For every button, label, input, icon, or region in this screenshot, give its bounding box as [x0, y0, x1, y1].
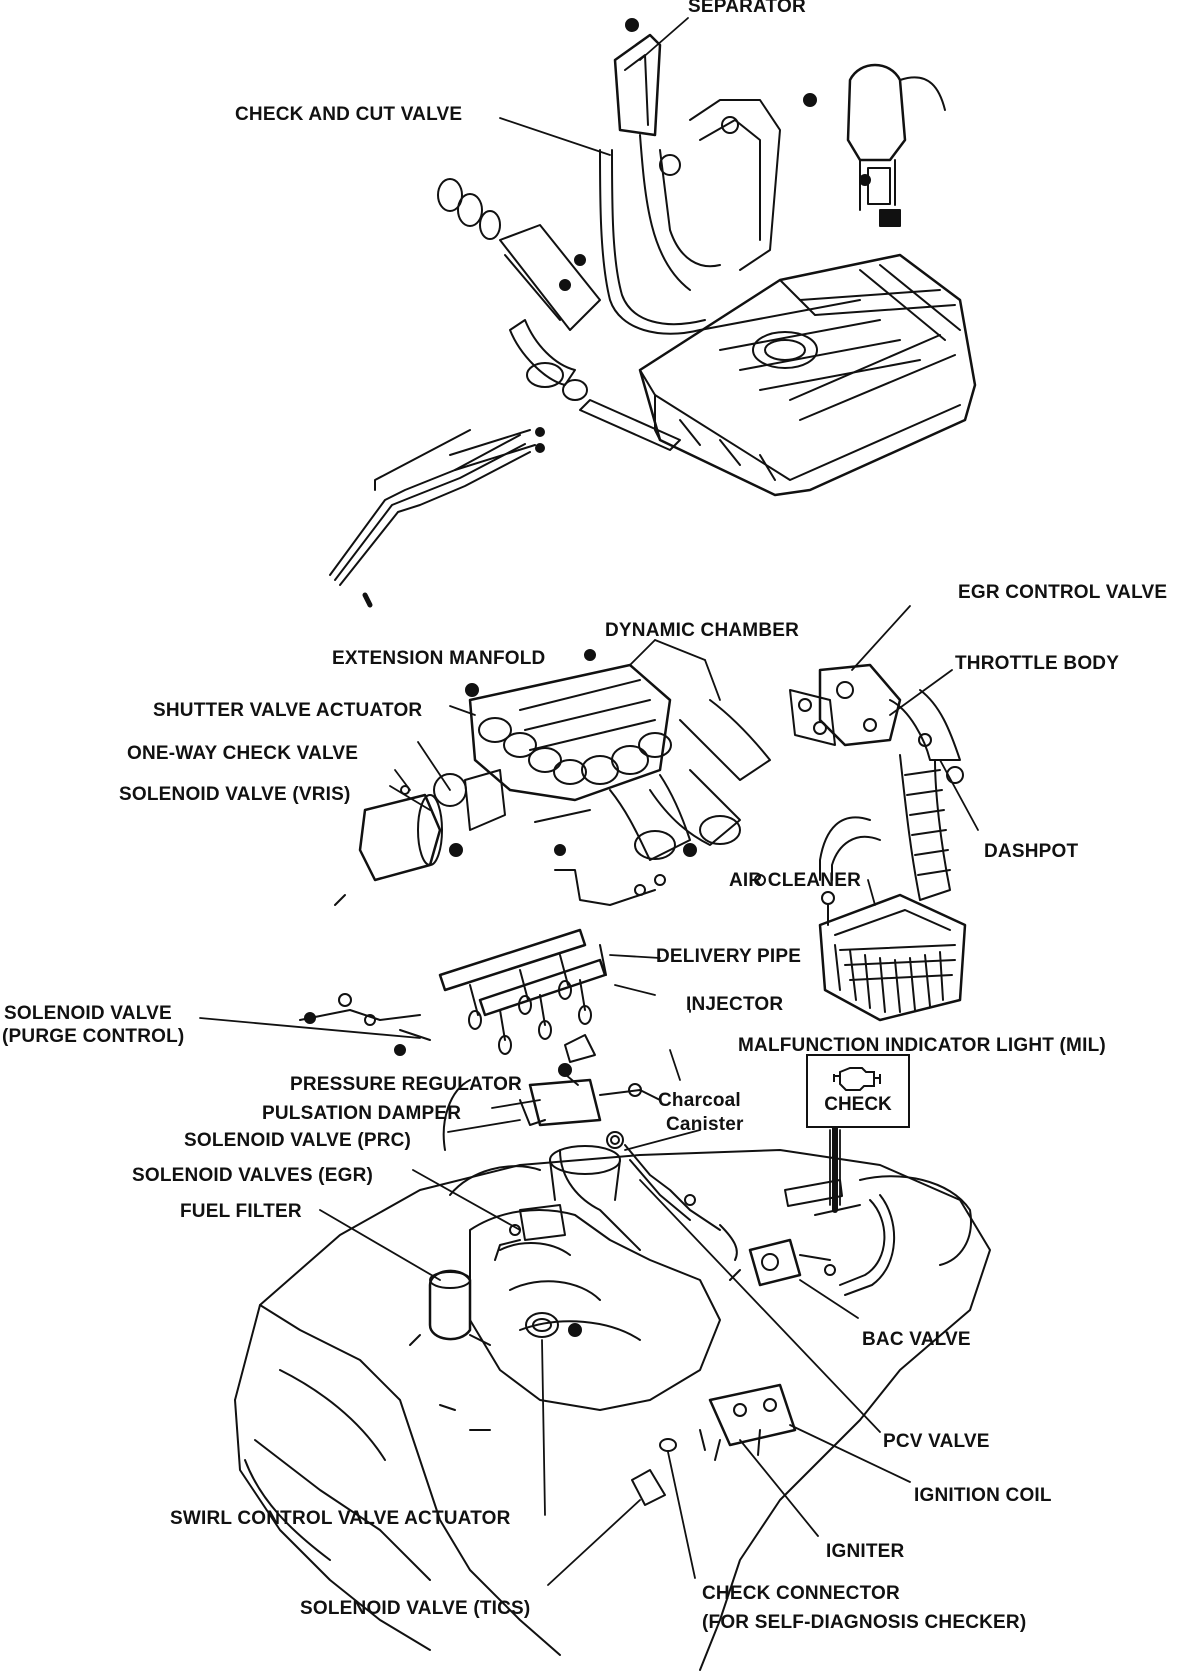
label-charcoal-canister-1: Charcoal [658, 1090, 741, 1111]
label-ignition-coil: IGNITION COIL [914, 1485, 1052, 1506]
label-pulsation-damper: PULSATION DAMPER [262, 1103, 462, 1124]
label-check-connector-1: CHECK CONNECTOR [702, 1583, 900, 1604]
engine-icon [833, 1067, 881, 1091]
label-air-cleaner: AIR CLEANER [729, 870, 862, 891]
label-check-and-cut-valve: CHECK AND CUT VALVE [235, 104, 463, 125]
label-delivery-pipe: DELIVERY PIPE [656, 946, 802, 967]
label-pressure-regulator: PRESSURE REGULATOR [290, 1074, 522, 1095]
mil-check-text: CHECK [824, 1094, 892, 1115]
engine-bay-illustration [234, 1063, 991, 1671]
label-separator: SEPARATOR [688, 0, 806, 17]
fuel-rail-illustration [299, 844, 666, 1063]
label-charcoal-canister-2: Canister [666, 1114, 744, 1135]
mil-panel: CHECK [806, 1054, 910, 1128]
label-extension-manifold: EXTENSION MANFOLD [332, 648, 546, 669]
label-throttle-body: THROTTLE BODY [955, 653, 1120, 674]
label-mil: MALFUNCTION INDICATOR LIGHT (MIL) [738, 1035, 1106, 1056]
leader-lines [199, 17, 979, 1586]
label-check-connector-2: (FOR SELF-DIAGNOSIS CHECKER) [702, 1612, 1027, 1633]
label-solenoid-valve-vris: SOLENOID VALVE (VRIS) [119, 784, 351, 805]
label-egr-control-valve: EGR CONTROL VALVE [958, 582, 1168, 603]
label-dashpot: DASHPOT [984, 841, 1079, 862]
fuel-tank-illustration [329, 18, 977, 608]
label-solenoid-valve-purge-1: SOLENOID VALVE [4, 1003, 172, 1024]
label-solenoid-valve-tics: SOLENOID VALVE (TICS) [300, 1598, 531, 1619]
label-swirl-control-valve-actuator: SWIRL CONTROL VALVE ACTUATOR [170, 1508, 511, 1529]
label-shutter-valve-actuator: SHUTTER VALVE ACTUATOR [153, 700, 423, 721]
label-one-way-check-valve: ONE-WAY CHECK VALVE [127, 743, 359, 764]
intake-manifold-illustration [334, 649, 836, 906]
label-pcv-valve: PCV VALVE [883, 1431, 990, 1452]
label-igniter: IGNITER [826, 1541, 905, 1562]
throttle-air-cleaner-illustration [818, 663, 967, 1022]
label-solenoid-valves-egr: SOLENOID VALVES (EGR) [132, 1165, 374, 1186]
label-fuel-filter: FUEL FILTER [180, 1201, 302, 1222]
label-solenoid-valve-purge-2: (PURGE CONTROL) [2, 1026, 185, 1047]
label-solenoid-valve-prc: SOLENOID VALVE (PRC) [184, 1130, 412, 1151]
label-bac-valve: BAC VALVE [862, 1329, 971, 1350]
label-dynamic-chamber: DYNAMIC CHAMBER [605, 620, 800, 641]
label-injector: INJECTOR [686, 994, 784, 1015]
